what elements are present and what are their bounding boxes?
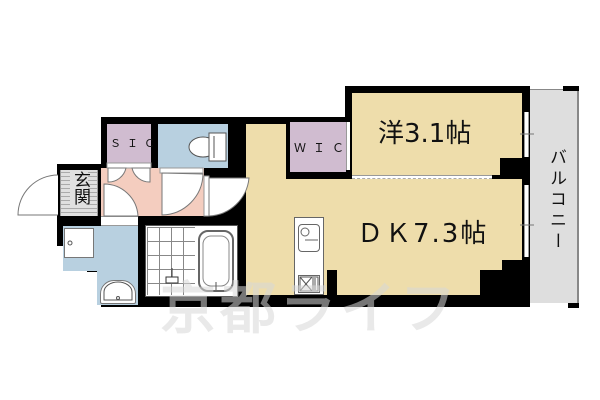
western-room — [352, 93, 522, 175]
window-marks-icon — [520, 133, 534, 226]
wic-door[interactable] — [346, 122, 350, 170]
dk-room-upper — [246, 124, 286, 184]
balcony-label: バルコニー — [546, 148, 566, 253]
kitchen-sink-icon — [300, 227, 318, 241]
washroom-door-swing-icon[interactable] — [103, 183, 139, 217]
balcony-bottom-cap — [568, 303, 579, 308]
sic-closet — [107, 124, 151, 163]
toilet-door-icon[interactable] — [159, 167, 204, 216]
dk-room-label: ＤＫ7.3帖 — [357, 219, 489, 249]
balcony-top-cap — [563, 86, 579, 91]
western-room-label: 洋3.1帖 — [378, 119, 472, 149]
wic-closet — [290, 122, 346, 172]
bathtub-inner-icon — [202, 235, 230, 290]
bathroom-tiles — [147, 227, 195, 295]
entrance-label: 玄関 — [70, 171, 90, 205]
sic-label: ＳＩＣ — [110, 137, 161, 150]
western-room-corner-pillar — [500, 158, 522, 177]
stove-icon — [299, 276, 319, 292]
shower-faucet-icon — [165, 268, 179, 284]
washing-machine-space — [64, 228, 94, 258]
dk-door-icon[interactable] — [203, 175, 250, 217]
washing-machine-icon — [67, 240, 73, 246]
vanity-basin-icon — [103, 281, 133, 301]
balcony — [530, 86, 579, 307]
sic-door-icon[interactable] — [106, 162, 152, 183]
balcony-bottom-rail — [530, 303, 568, 307]
kitchen-sink — [298, 224, 320, 252]
balcony-top-rail — [530, 86, 563, 90]
dk-room — [246, 179, 522, 295]
toilet-icon — [188, 132, 227, 162]
western-room-sliding-door[interactable] — [352, 175, 492, 179]
kitchen-side-wall — [327, 270, 337, 297]
dk-corner-pillar-top — [502, 260, 522, 272]
dk-corner-pillar — [480, 270, 522, 297]
wic-label: ＷＩＣ — [294, 141, 352, 155]
svg-text:京都ライフ: 京都ライフ — [160, 277, 460, 342]
watermark-logo: 京都ライフ — [160, 277, 460, 342]
dk-window[interactable] — [524, 185, 529, 257]
entrance-door-icon[interactable] — [17, 174, 59, 216]
